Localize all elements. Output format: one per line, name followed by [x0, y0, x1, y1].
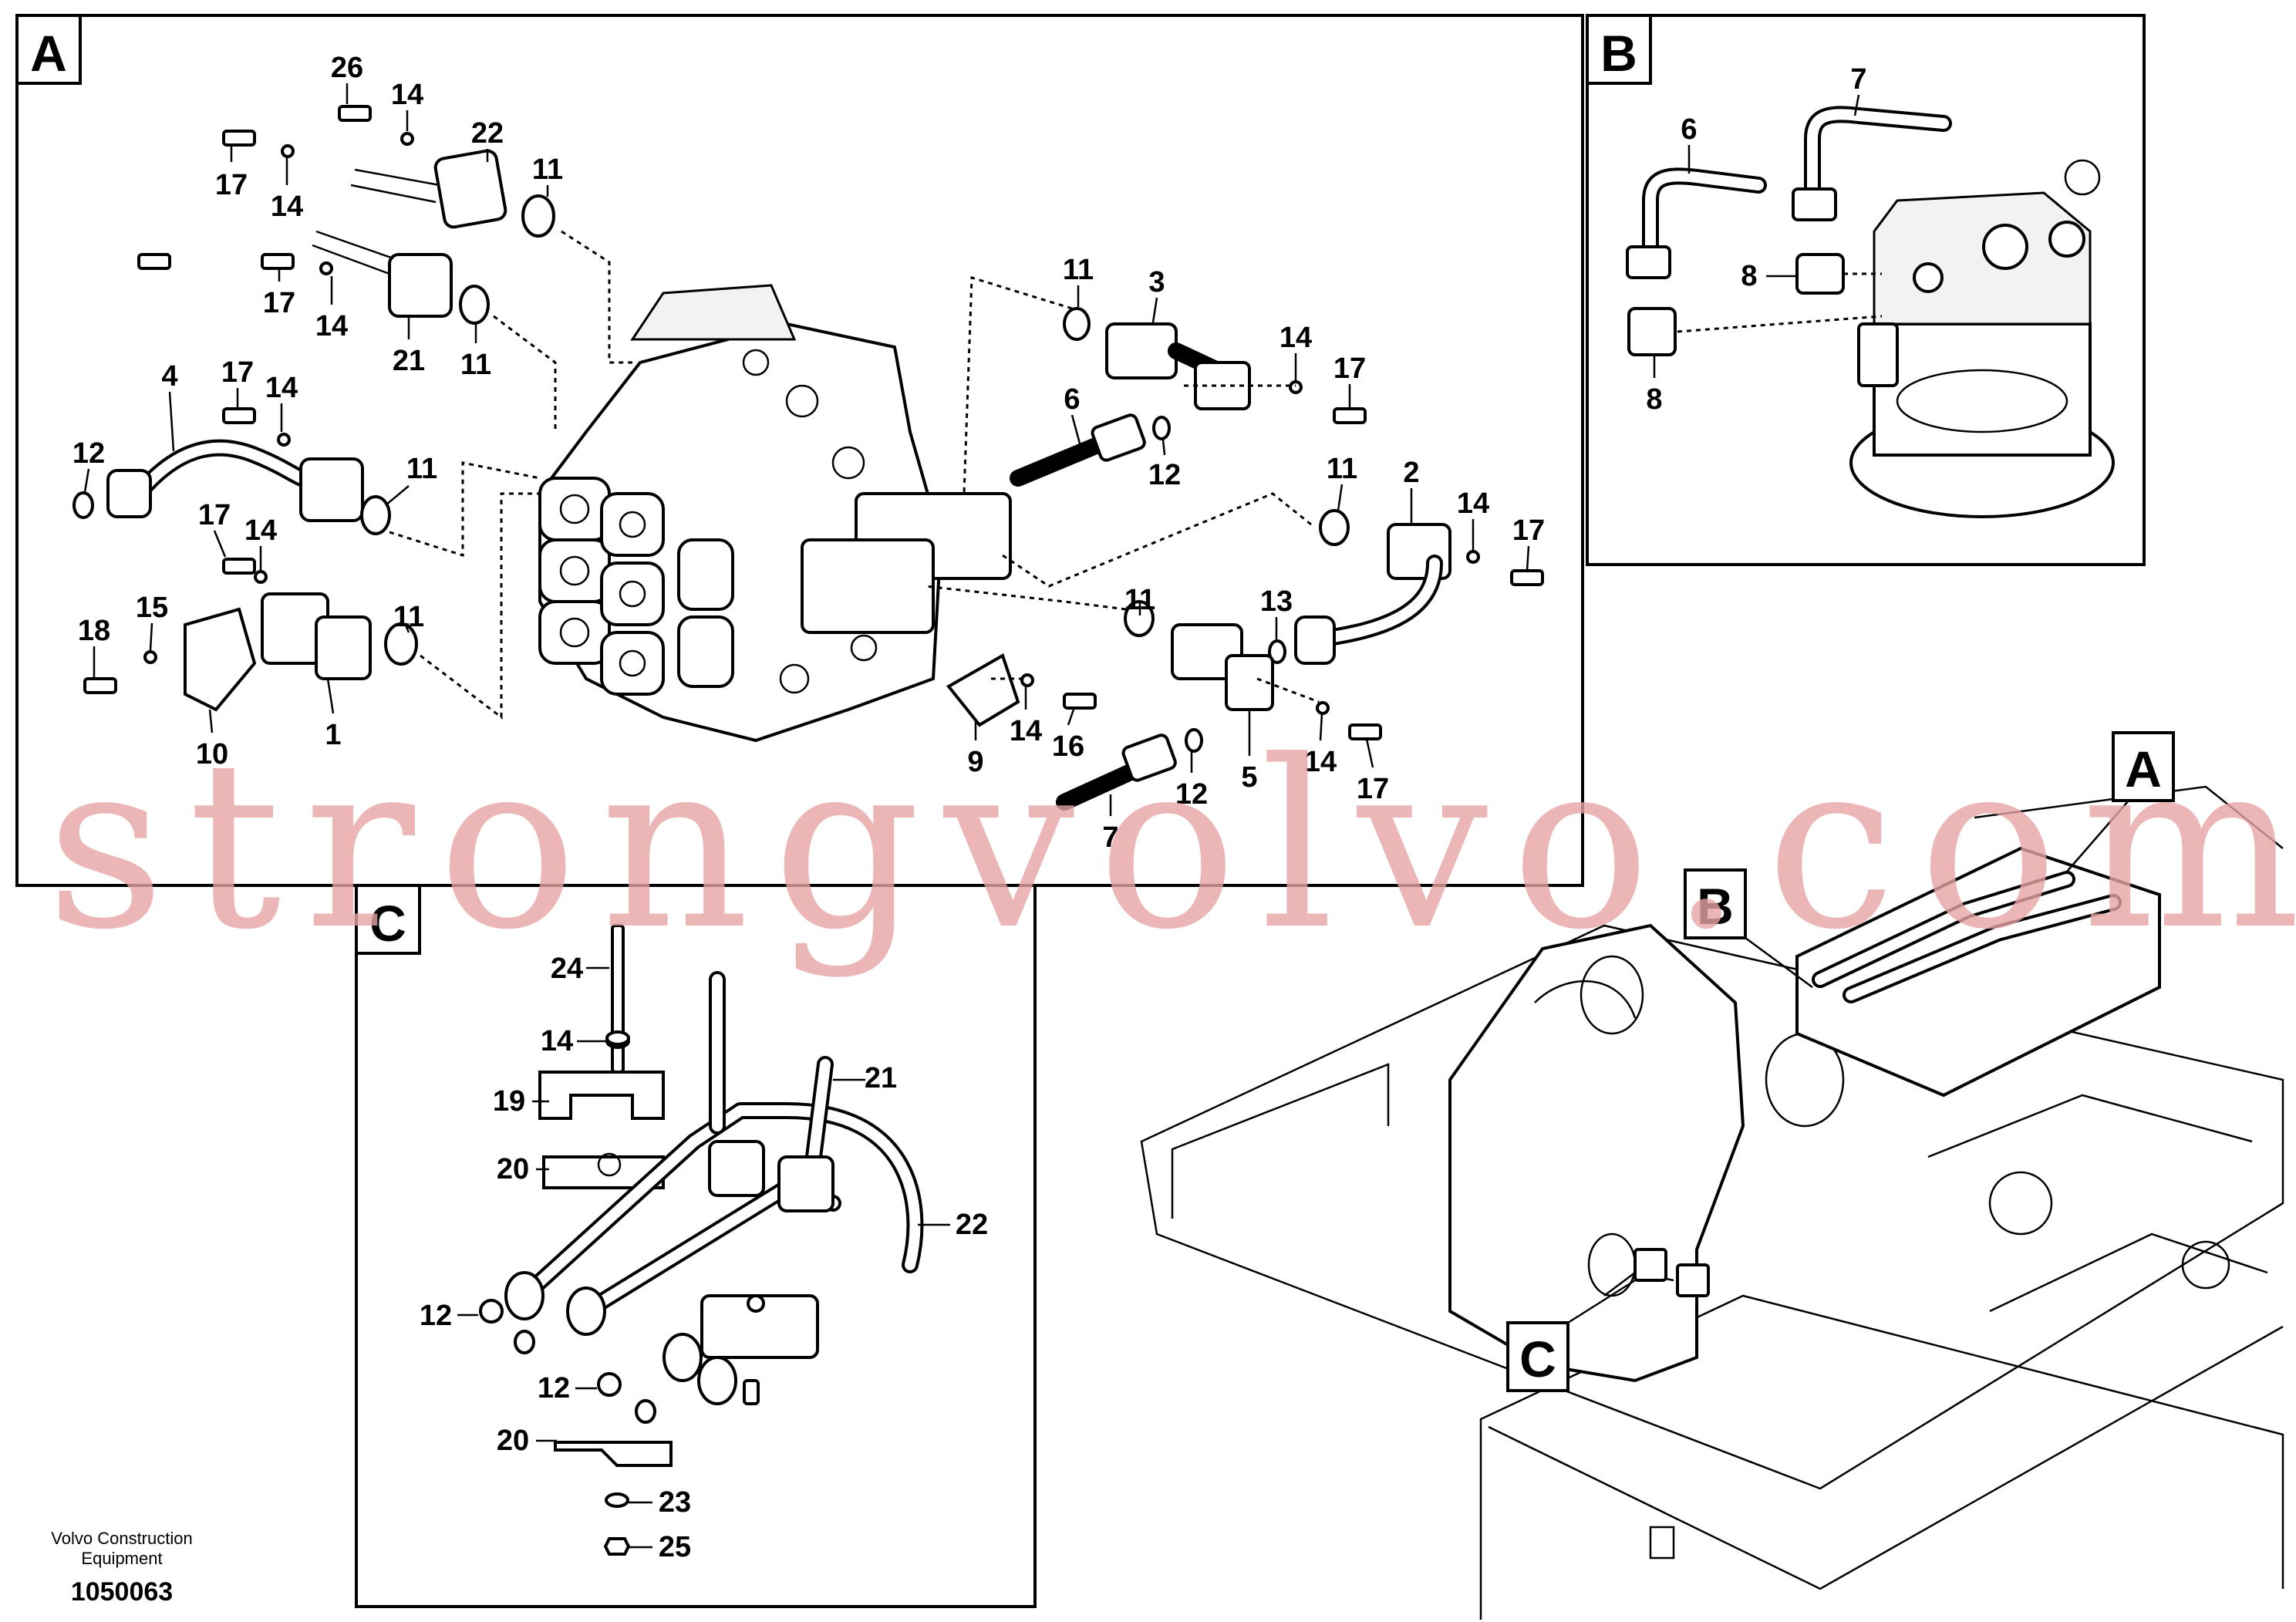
callout-a-7: 7: [1102, 821, 1118, 854]
callout-a-14b: 14: [271, 191, 303, 223]
callout-a-11f: 11: [1327, 453, 1357, 485]
callout-c-25: 25: [659, 1531, 691, 1563]
callout-a-14h: 14: [1010, 715, 1042, 747]
callout-a-14c: 14: [315, 310, 348, 342]
callout-a-6: 6: [1064, 383, 1080, 416]
callout-a-12c: 12: [1175, 778, 1208, 811]
callout-c-19: 19: [493, 1085, 525, 1118]
callout-c-12: 12: [420, 1300, 452, 1332]
control-valve: [538, 284, 1012, 743]
panel-b-tag: B: [1600, 25, 1637, 82]
drawing-number: 1050063: [71, 1577, 173, 1607]
callout-a-1: 1: [325, 719, 341, 751]
panel-c: C: [355, 884, 1037, 1608]
callout-b-7: 7: [1850, 63, 1866, 96]
callout-a-11e: 11: [1063, 254, 1094, 286]
callout-a-17d: 17: [198, 499, 231, 531]
callout-c-14: 14: [541, 1025, 573, 1057]
callout-a-26: 26: [331, 52, 363, 84]
callout-a-13: 13: [1260, 585, 1293, 618]
callout-a-17: 17: [215, 169, 248, 201]
callout-a-16: 16: [1052, 730, 1084, 763]
callout-a-17b: 17: [263, 287, 295, 319]
callouts-panel-c: 24 14 21 19 20 22 12 12 20 23 25: [420, 953, 988, 1563]
panel-c-tag: C: [369, 895, 406, 952]
panel-b: B 7 6 8 8: [1586, 14, 2146, 566]
overview-tag-c: C: [1519, 1330, 1556, 1388]
callout-c-23: 23: [659, 1486, 691, 1519]
callout-c-22: 22: [956, 1209, 988, 1241]
callout-a-10: 10: [196, 738, 228, 771]
callout-a-15: 15: [136, 592, 168, 624]
callout-a-14f: 14: [1279, 322, 1312, 354]
callout-a-11c: 11: [406, 453, 437, 485]
callout-b-8b: 8: [1646, 383, 1662, 416]
callout-c-20: 20: [497, 1153, 529, 1185]
callout-a-17e: 17: [1333, 352, 1366, 385]
company-line-1: Volvo Construction: [51, 1529, 192, 1548]
callout-a-18: 18: [78, 615, 110, 647]
callout-a-2: 2: [1403, 457, 1419, 489]
callouts-panel-b: 7 6 8 8: [1646, 63, 1866, 416]
watermark: strongvolvo.com: [46, 711, 2296, 980]
flange-group-left: [72, 105, 555, 712]
overview-tag-a: A: [2125, 740, 2162, 798]
callout-b-8: 8: [1741, 260, 1757, 292]
callout-c-12b: 12: [538, 1372, 570, 1404]
callout-a-12: 12: [72, 437, 105, 470]
callouts-panel-a: 26 14 22 17 14 11 17 14 21 11 17 14 4: [72, 52, 1545, 854]
callout-a-11: 11: [532, 153, 563, 186]
callout-c-21: 21: [865, 1062, 897, 1094]
callout-a-4: 4: [161, 360, 177, 393]
callout-a-14e: 14: [244, 514, 277, 547]
callout-a-21: 21: [393, 345, 425, 377]
callout-a-17g: 17: [1357, 773, 1389, 805]
footer: Volvo Construction Equipment 1050063: [51, 1529, 192, 1607]
panel-a-tag: A: [30, 25, 67, 82]
callout-a-17c: 17: [221, 356, 254, 389]
flange-group-right: [946, 307, 1544, 811]
hose-manifold: [504, 971, 924, 1405]
company-line-2: Equipment: [81, 1549, 162, 1568]
callout-a-11b: 11: [460, 349, 491, 381]
swing-motor: [1849, 159, 2115, 518]
callout-a-11d: 11: [393, 601, 424, 633]
callout-a-14: 14: [391, 79, 423, 111]
callout-c-20b: 20: [497, 1425, 529, 1457]
callout-a-14g: 14: [1457, 487, 1489, 520]
callout-a-14i: 14: [1304, 746, 1337, 778]
overview-machine: A B C: [1140, 731, 2284, 1620]
callout-a-14d: 14: [265, 372, 298, 404]
panel-a: A: [15, 14, 1584, 887]
callout-a-12b: 12: [1148, 459, 1181, 491]
callout-a-17f: 17: [1512, 514, 1545, 547]
callout-a-9: 9: [967, 746, 983, 778]
overview-tag-b: B: [1697, 878, 1734, 935]
callout-a-3: 3: [1148, 266, 1165, 298]
callout-a-5: 5: [1241, 761, 1257, 794]
callout-b-6: 6: [1681, 113, 1697, 146]
callout-a-22: 22: [471, 117, 504, 150]
callout-c-24: 24: [551, 953, 583, 985]
